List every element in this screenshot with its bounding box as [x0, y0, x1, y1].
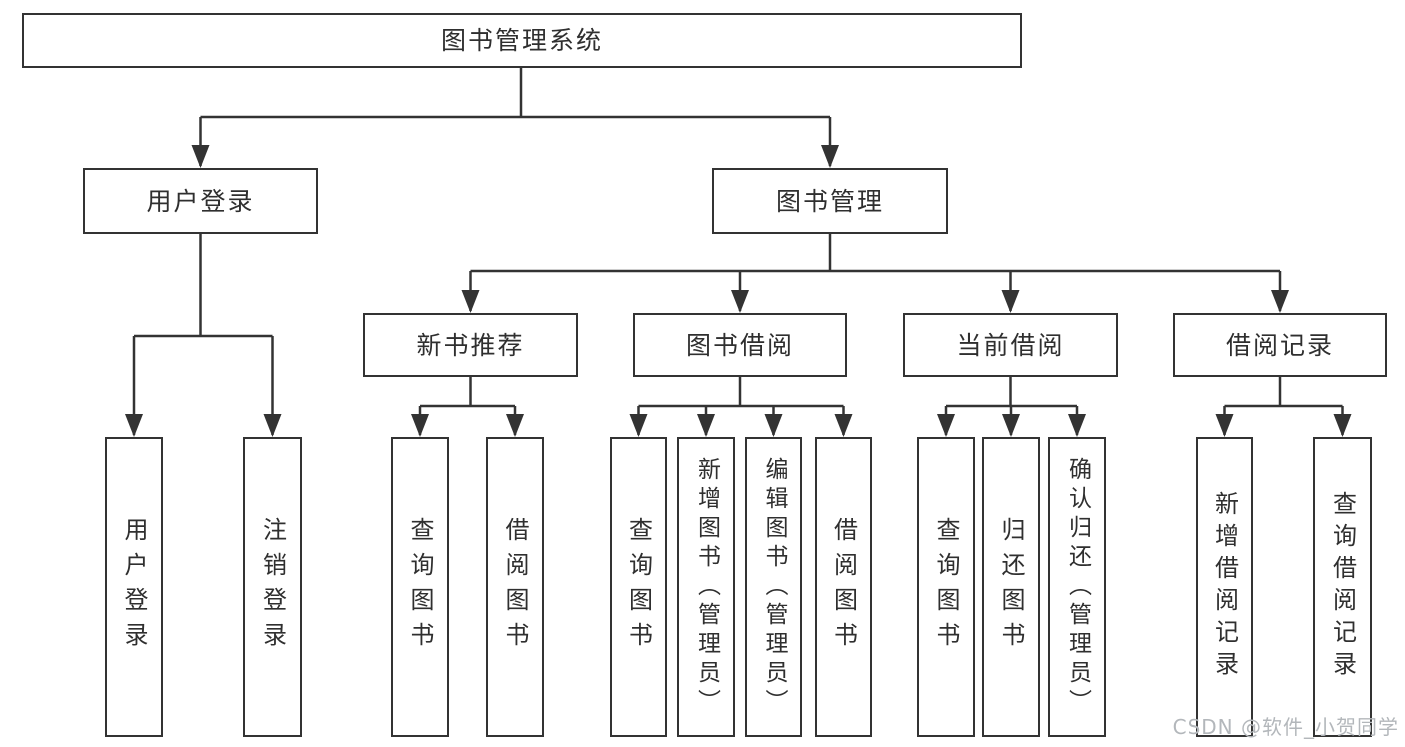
- node-label: 图书管理系统: [440, 26, 603, 55]
- leaf-label: 归还图书: [997, 517, 1025, 657]
- leaf-query-borrow-record: 查询借阅记录: [1313, 437, 1372, 737]
- node-book-management: 图书管理: [712, 168, 948, 234]
- connector-borrow-rail: [637, 377, 845, 435]
- node-label: 新书推荐: [416, 330, 525, 360]
- leaf-label: 查询图书: [624, 517, 653, 657]
- csdn-watermark: CSDN @软件_小贺同学: [1172, 715, 1399, 739]
- node-label: 借阅记录: [1225, 330, 1334, 360]
- connector-records-rail: [1223, 377, 1344, 435]
- leaf-label: 确认归还（管理员）: [1064, 456, 1091, 718]
- leaf-add-books-admin: 新增图书（管理员）: [677, 437, 735, 737]
- leaf-label: 新增图书（管理员）: [693, 456, 720, 718]
- leaf-label: 注销登录: [258, 517, 287, 657]
- leaf-borrow-books: 借阅图书: [486, 437, 544, 737]
- leaf-label: 查询借阅记录: [1328, 491, 1357, 683]
- node-label: 当前借阅: [956, 330, 1065, 360]
- leaf-label: 编辑图书（管理员）: [761, 456, 787, 718]
- leaf-label: 借阅图书: [829, 517, 858, 657]
- leaf-query-books: 查询图书: [610, 437, 667, 737]
- node-book-borrow: 图书借阅: [633, 313, 847, 377]
- leaf-user-login: 用户登录: [105, 437, 163, 737]
- leaf-label: 用户登录: [120, 517, 148, 657]
- connector-root-rail: [199, 67, 832, 166]
- node-user-login: 用户登录: [83, 168, 318, 234]
- leaf-add-borrow-record: 新增借阅记录: [1196, 437, 1253, 737]
- connector-user-login-rail: [132, 234, 274, 435]
- leaf-logout: 注销登录: [243, 437, 302, 737]
- arrowheads: [125, 145, 1352, 437]
- node-label: 图书管理: [775, 186, 884, 216]
- leaf-label: 借阅图书: [501, 517, 529, 657]
- node-root-system: 图书管理系统: [22, 13, 1022, 68]
- leaf-label: 查询图书: [406, 517, 434, 657]
- connector-newbook-rail: [418, 377, 517, 435]
- leaf-label: 新增借阅记录: [1210, 491, 1239, 683]
- node-borrow-records: 借阅记录: [1173, 313, 1387, 377]
- node-label: 用户登录: [146, 186, 255, 216]
- leaf-return-books: 归还图书: [982, 437, 1040, 737]
- leaf-edit-books-admin: 编辑图书（管理员）: [745, 437, 802, 737]
- leaf-query-books: 查询图书: [391, 437, 449, 737]
- leaf-borrow-books: 借阅图书: [815, 437, 872, 737]
- node-label: 图书借阅: [685, 330, 794, 360]
- node-current-borrow: 当前借阅: [903, 313, 1118, 377]
- leaf-query-books: 查询图书: [917, 437, 975, 737]
- node-new-book-recommend: 新书推荐: [363, 313, 578, 377]
- connector-book-mgmt-rail: [469, 234, 1282, 311]
- leaf-label: 查询图书: [932, 517, 960, 657]
- leaf-confirm-return-admin: 确认归还（管理员）: [1048, 437, 1106, 737]
